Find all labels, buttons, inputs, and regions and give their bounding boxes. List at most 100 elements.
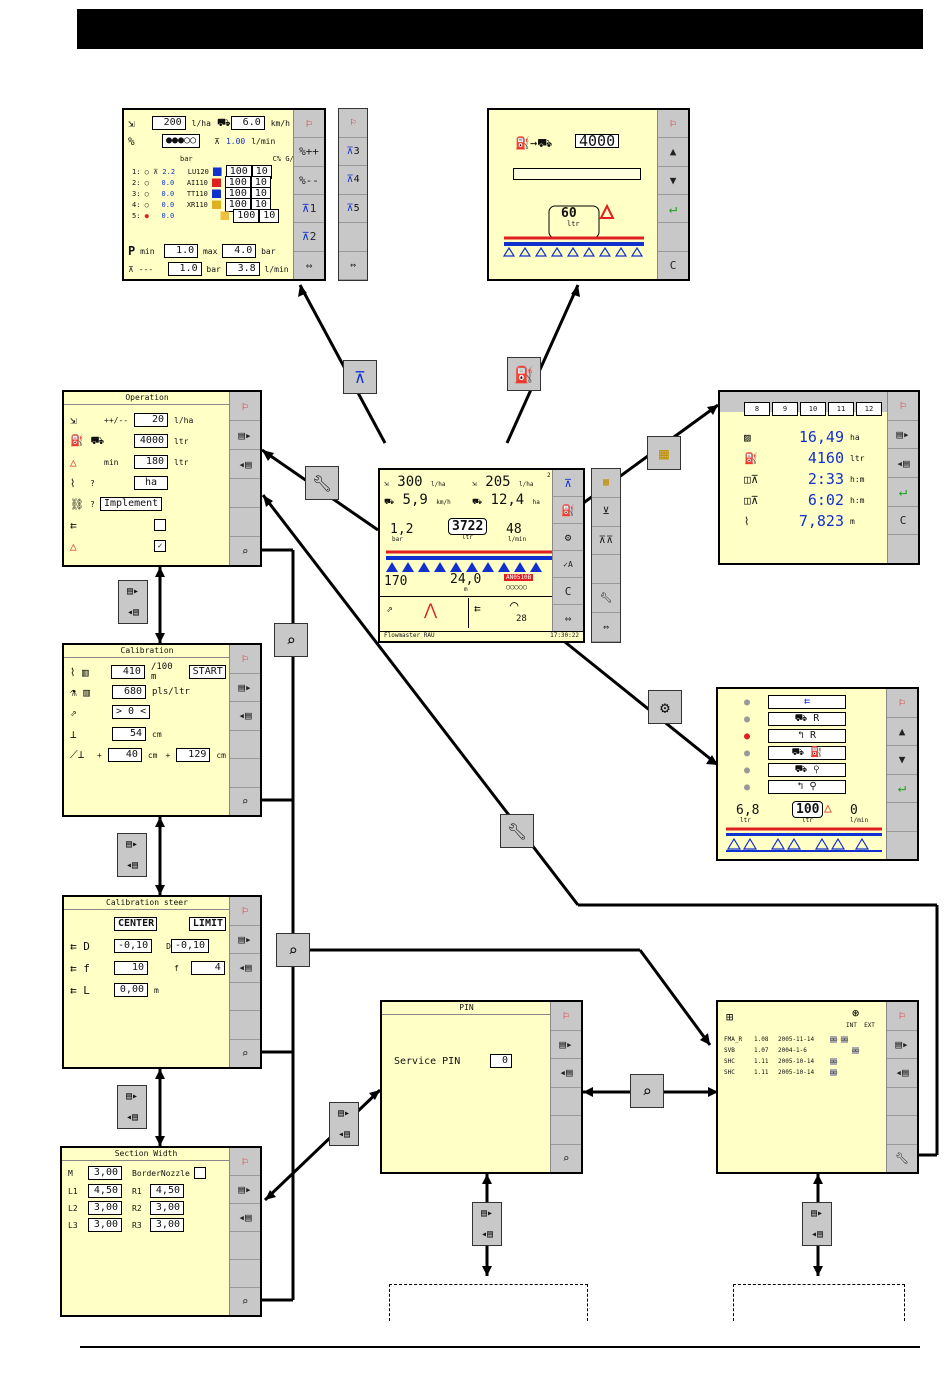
page-nav-icon[interactable]: ▤▸◂▤ (472, 1202, 502, 1246)
implement-field[interactable]: Implement (100, 497, 163, 511)
service-pin-input[interactable]: 0 (490, 1054, 512, 1068)
max-flow-field[interactable]: 3.8 (225, 262, 260, 276)
fill-icon[interactable]: ⛽ (507, 357, 541, 391)
mode-radio[interactable]: ● (744, 764, 751, 776)
nozzle-icon[interactable]: ⊼ (343, 360, 377, 394)
pump-button[interactable]: ⚙ (553, 524, 583, 551)
min-pressure-field[interactable]: 1.0 (164, 244, 199, 258)
min-level-field[interactable]: 180 (134, 455, 168, 469)
r1-field[interactable]: 4,50 (150, 1184, 184, 1198)
pump-icon[interactable]: ⚙ (648, 690, 682, 724)
search-button[interactable]: ⌕ (241, 1046, 249, 1060)
prev-page-button[interactable]: ◂▤ (888, 449, 918, 479)
dots-value[interactable]: ●●●○○ (162, 134, 201, 148)
prev-page-button[interactable]: ◂▤ (551, 1059, 581, 1088)
center-button[interactable]: CENTER (114, 917, 157, 931)
area-unit-field[interactable]: ha (134, 476, 168, 490)
speed-value[interactable]: 6.0 (230, 116, 265, 130)
boom-wide-button[interactable]: ⊼⊼ (592, 527, 620, 556)
nozzle-2-button[interactable]: ⊼2 (294, 223, 324, 252)
mode-radio[interactable]: ● (744, 747, 751, 759)
border-nozzle-checkbox[interactable] (193, 1167, 206, 1179)
m-width-field[interactable]: 3,00 (88, 1166, 122, 1180)
boom-button[interactable]: ⊻ (592, 498, 620, 527)
counters-button[interactable]: ▦ (592, 469, 620, 498)
tank-field[interactable]: 4000 (134, 434, 168, 448)
dead-band-right-field[interactable]: -0,10 (170, 939, 210, 953)
page-toggle-button[interactable]: ⇔ (564, 611, 572, 625)
decrease-button[interactable]: %-- (294, 167, 324, 195)
cancel-button[interactable]: C (669, 258, 677, 272)
min-flow-field[interactable]: 1.0 (167, 262, 202, 276)
r2-field[interactable]: 3,00 (150, 1201, 184, 1215)
prev-page-button[interactable]: ◂▤ (230, 1204, 260, 1232)
fill-target-field[interactable]: 4000 (575, 134, 620, 149)
mode-4-button[interactable]: ⛟ ⛽ (768, 746, 846, 760)
cancel-button[interactable]: C (888, 507, 918, 536)
cancel-button[interactable]: C (553, 578, 583, 605)
mode-1-button[interactable]: ⇇ (768, 695, 846, 709)
page-toggle-button[interactable]: ⇔ (339, 252, 367, 280)
page-toggle-button[interactable]: ⇔ (305, 258, 313, 272)
counters-icon[interactable]: ▦ (647, 436, 681, 470)
down-arrow-button[interactable]: ▼ (887, 746, 917, 775)
up-arrow-button[interactable]: ▲ (887, 718, 917, 746)
next-page-button[interactable]: ▤▸ (230, 674, 260, 702)
search-button[interactable]: ⌕ (241, 1295, 249, 1308)
wrench-icon[interactable]: 🔧︎ (500, 814, 534, 848)
height-field[interactable]: 54 (112, 727, 146, 741)
enter-button[interactable]: ↵ (888, 478, 918, 507)
nozzle-3-button[interactable]: ⊼3 (339, 138, 367, 166)
mode-radio[interactable]: ● (744, 730, 751, 742)
next-page-button[interactable]: ▤▸ (230, 1176, 260, 1204)
prev-page-button[interactable]: ◂▤ (230, 954, 260, 983)
wrench-button[interactable]: 🔧︎ (592, 584, 620, 614)
tab-10[interactable]: 10 (800, 402, 826, 416)
r3-field[interactable]: 3,00 (150, 1218, 184, 1232)
next-page-button[interactable]: ▤▸ (887, 1031, 917, 1059)
rate-value[interactable]: 200 (151, 116, 186, 130)
tab-11[interactable]: 11 (828, 402, 854, 416)
mode-radio[interactable]: ● (744, 696, 751, 708)
distance-field[interactable]: 410 (110, 665, 145, 679)
mode-radio[interactable]: ● (744, 713, 751, 725)
tab-9[interactable]: 9 (772, 402, 798, 416)
prev-page-button[interactable]: ◂▤ (230, 450, 260, 479)
next-page-button[interactable]: ▤▸ (230, 926, 260, 954)
dead-band-left-field[interactable]: -0,10 (114, 939, 153, 953)
wrench-button[interactable]: 🔧︎ (895, 1151, 909, 1165)
search-button[interactable]: ⌕ (241, 544, 249, 558)
tab-8[interactable]: 8 (744, 402, 770, 416)
page-nav-icon[interactable]: ▤▸◂▤ (117, 833, 147, 877)
page-nav-icon[interactable]: ▤▸◂▤ (117, 1085, 147, 1129)
mode-5-button[interactable]: ⛟ ⚲ (768, 763, 846, 777)
page-toggle-button[interactable]: ⇔ (592, 613, 620, 642)
nozzle-button[interactable]: ⊼ (553, 470, 583, 497)
l1-field[interactable]: 4,50 (88, 1184, 122, 1198)
length-field[interactable]: 0,00 (114, 983, 148, 997)
offset-left-field[interactable]: 40 (107, 748, 142, 762)
step-field[interactable]: 20 (134, 413, 168, 427)
wrench-icon[interactable]: 🔧︎ (305, 466, 339, 500)
up-arrow-button[interactable]: ▲ (658, 138, 688, 167)
enter-button[interactable]: ↵ (887, 775, 917, 803)
fill-button[interactable]: ⛽ (553, 497, 583, 524)
max-pressure-field[interactable]: 4.0 (222, 244, 257, 258)
limit-button[interactable]: LIMIT (188, 917, 226, 931)
tab-12[interactable]: 12 (856, 402, 882, 416)
search-button[interactable]: ⌕ (562, 1151, 570, 1165)
pulses-field[interactable]: 680 (112, 685, 146, 699)
nozzle-4-button[interactable]: ⊼4 (339, 166, 367, 195)
next-page-button[interactable]: ▤▸ (551, 1031, 581, 1059)
factor-left-field[interactable]: 10 (114, 961, 148, 975)
nozzle-5-button[interactable]: ⊼5 (339, 195, 367, 223)
prev-page-button[interactable]: ◂▤ (230, 702, 260, 731)
mode-2-button[interactable]: ⛟ R (768, 712, 846, 726)
nozzle-1-button[interactable]: ⊼1 (294, 195, 324, 224)
next-page-button[interactable]: ▤▸ (888, 421, 918, 450)
auto-button[interactable]: ✓A (553, 551, 583, 578)
